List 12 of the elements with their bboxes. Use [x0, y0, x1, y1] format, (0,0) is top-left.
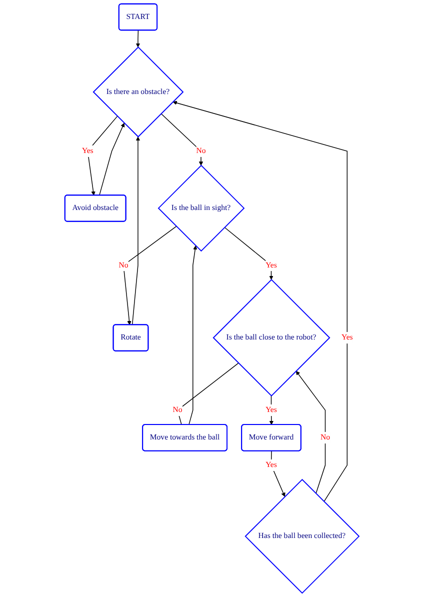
- arrow: [172, 100, 348, 502]
- arrow: [160, 113, 204, 166]
- arrow: [270, 450, 286, 497]
- arrow: [136, 30, 140, 48]
- connector: [177, 362, 239, 426]
- arrow: [99, 122, 125, 196]
- arrow: [224, 227, 274, 280]
- arrow: [87, 116, 118, 196]
- arrow: [132, 136, 140, 326]
- arrow: [123, 226, 177, 326]
- arrow: [296, 370, 326, 494]
- arrow: [188, 245, 198, 426]
